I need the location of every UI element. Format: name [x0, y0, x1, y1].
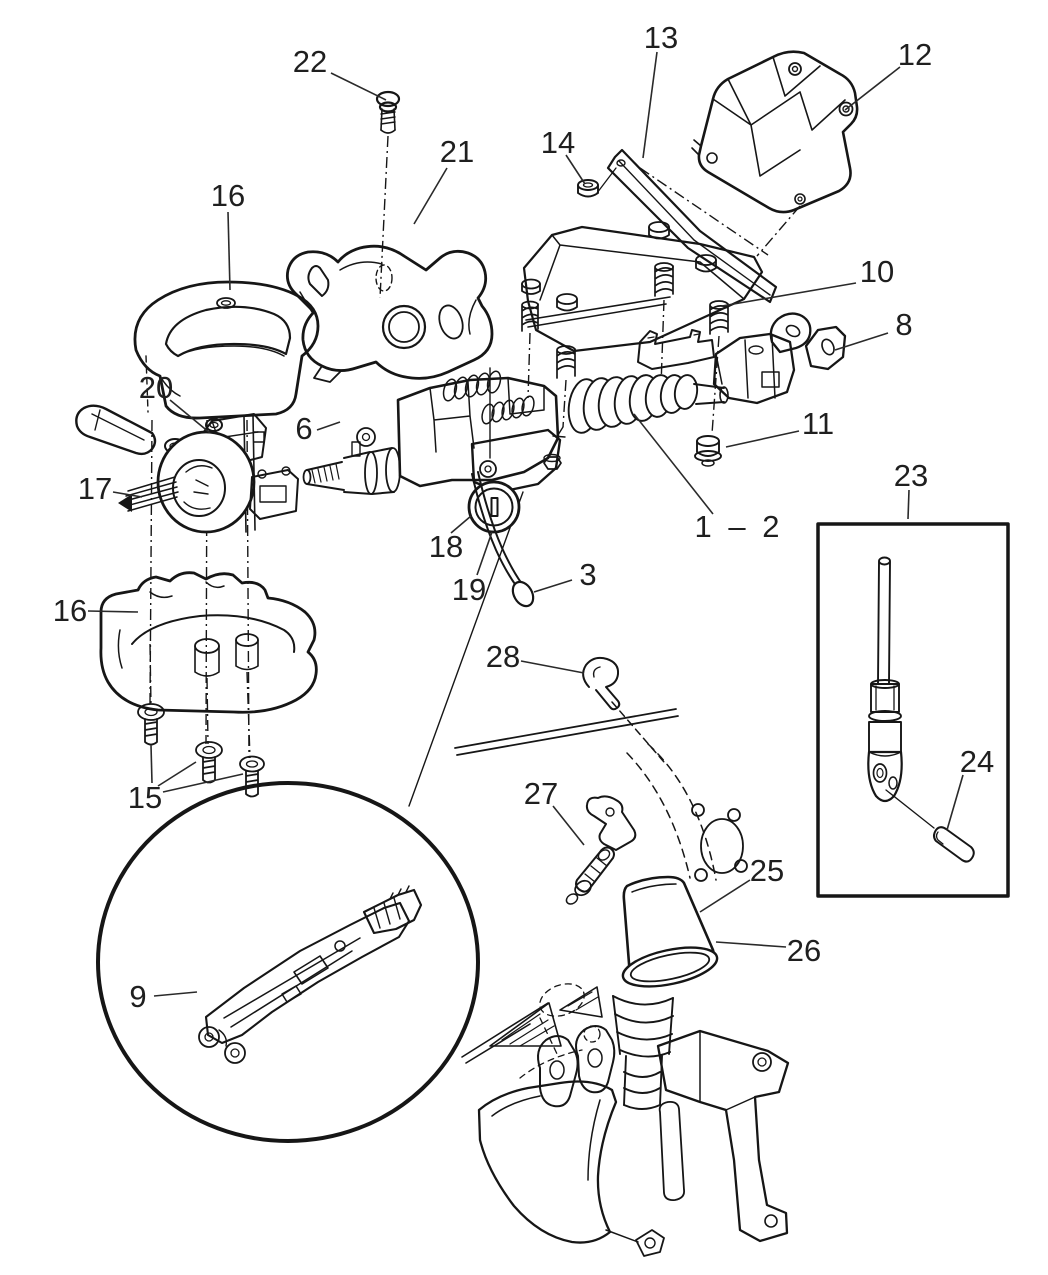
callout-20: 20: [139, 370, 173, 405]
part-mount-plate: [521, 221, 764, 353]
callout-23: 23: [894, 458, 928, 493]
detail-bubble: [96, 781, 480, 1143]
bolt-hole-plate: [691, 803, 748, 882]
part-ignition-switch-9: [198, 885, 423, 1064]
callout-1-2: 1 – 2: [695, 509, 784, 544]
callout-21: 21: [440, 134, 474, 169]
part-nut-14: [577, 179, 599, 198]
leader-lines: [87, 51, 964, 997]
floor-detail: [461, 983, 603, 1079]
part-seal-26: [621, 946, 719, 988]
callout-19: 19: [452, 572, 486, 607]
part-bolt-11: [694, 435, 722, 467]
callout-12: 12: [898, 37, 932, 72]
callout-labels: 22 13 12 14 21 16 10 8 20 6 17 11 1 – 2 …: [53, 20, 994, 1014]
part-clockspring-17: [75, 404, 256, 534]
column-lower-accordion: [612, 995, 674, 1110]
projection-lines: [149, 135, 801, 759]
callout-3: 3: [579, 557, 596, 592]
part-screws-15: [137, 703, 265, 798]
callout-27: 27: [524, 776, 558, 811]
callout-17: 17: [78, 471, 112, 506]
part-coupler-8: [712, 312, 847, 405]
part-shroud-21: [285, 244, 494, 383]
callout-9: 9: [129, 979, 146, 1014]
part-actuator-housing: [249, 466, 299, 520]
callout-16-upper: 16: [211, 178, 245, 213]
part-lower-shroud-16: [99, 571, 318, 714]
part-intermediate-shaft: [867, 556, 903, 803]
callout-6: 6: [295, 411, 312, 446]
callout-24: 24: [960, 744, 994, 779]
callout-18: 18: [429, 529, 463, 564]
callout-15: 15: [128, 780, 162, 815]
part-clip-28: [582, 656, 621, 711]
part-bracket-12: [691, 50, 859, 214]
bubble-leader-line: [408, 491, 524, 807]
part-pin-24: [933, 826, 975, 863]
callout-16-lower: 16: [53, 593, 87, 628]
part-crossmember: [477, 1025, 790, 1257]
part-column-main: [302, 329, 729, 495]
part-bracket-27: [565, 795, 637, 905]
part-screw-22: [375, 90, 401, 134]
part-upper-shaft-boot: [567, 374, 699, 434]
callout-25: 25: [750, 853, 784, 888]
part-plate-13: [596, 148, 778, 304]
installed-view: [454, 656, 790, 1257]
callout-14: 14: [541, 125, 575, 160]
part-lever-3: [471, 471, 535, 608]
dash-panel-edge: [454, 708, 679, 756]
callout-13: 13: [644, 20, 678, 55]
inset-box-23: [816, 522, 1010, 898]
nut: [521, 221, 717, 312]
callout-22: 22: [293, 44, 327, 79]
callout-28: 28: [486, 639, 520, 674]
callout-8: 8: [895, 307, 912, 342]
callout-10: 10: [860, 254, 894, 289]
callout-26: 26: [787, 933, 821, 968]
part-upper-shroud-16: [133, 280, 320, 420]
callout-11: 11: [802, 406, 834, 441]
